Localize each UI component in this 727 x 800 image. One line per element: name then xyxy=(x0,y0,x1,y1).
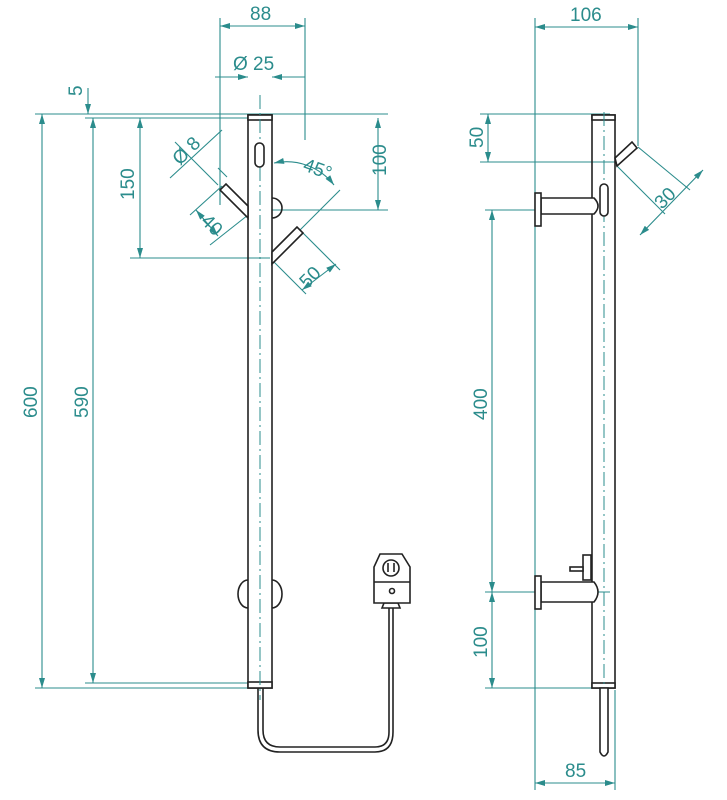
dim-arm-height: 50 xyxy=(467,127,488,148)
dim-top-offset: 5 xyxy=(66,85,87,96)
dim-arm-length: 30 xyxy=(651,184,681,214)
wall-bracket-lower xyxy=(534,554,599,610)
dim-upper-arm-height: 100 xyxy=(370,144,391,176)
side-arm xyxy=(614,140,639,168)
dim-wall-distance: 85 xyxy=(565,761,586,782)
cable-rod xyxy=(599,687,609,757)
side-rail-pipe xyxy=(591,112,639,700)
dim-pipe-diameter: Ø 25 xyxy=(233,54,274,75)
dim-bracket-spacing: 400 xyxy=(471,388,492,420)
hook-arms xyxy=(218,182,305,266)
knob xyxy=(271,197,283,219)
slot-icon xyxy=(254,142,265,168)
dim-overall-height: 600 xyxy=(21,386,42,418)
front-view: 88 Ø 25 5 600 590 150 100 45° Ø 8 40 50 xyxy=(21,4,411,753)
wall-bracket-upper xyxy=(534,192,599,227)
plug-icon xyxy=(373,553,411,609)
dim-pipe-length: 590 xyxy=(72,386,93,418)
dim-overall-width: 88 xyxy=(250,4,271,25)
power-cable xyxy=(257,608,394,753)
pin xyxy=(599,183,609,217)
heated-rail-pipe xyxy=(237,95,283,700)
dim-lower-arm-height: 150 xyxy=(118,168,139,200)
dim-bottom-bracket-height: 100 xyxy=(471,626,492,658)
side-view: 106 50 30 400 100 85 xyxy=(467,5,704,790)
dim-arm-diameter: Ø 8 xyxy=(169,133,206,170)
dim-overall-depth: 106 xyxy=(570,5,602,26)
